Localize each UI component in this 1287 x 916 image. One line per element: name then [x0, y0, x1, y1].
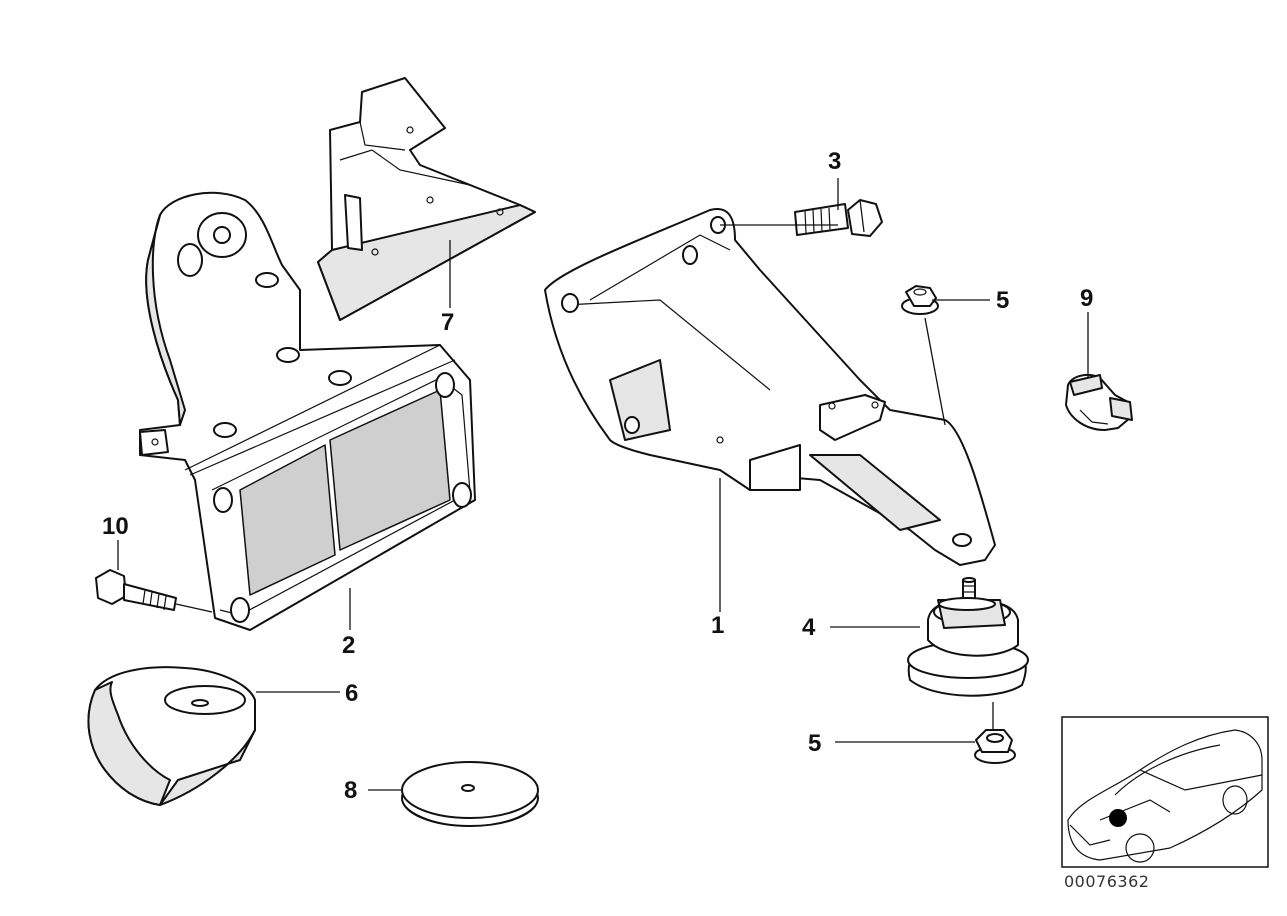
part-5-nut-lower	[974, 729, 1016, 764]
callout-4: 4	[802, 614, 816, 641]
part-1-engine-carrier	[544, 208, 996, 566]
part-8-disc	[401, 761, 539, 827]
part-10-bolt	[95, 569, 177, 611]
part-2-engine-support	[139, 191, 476, 631]
callout-1: 1	[711, 612, 725, 639]
part-3-hex-bolt	[794, 199, 883, 237]
callout-10: 10	[102, 513, 129, 540]
callout-7: 7	[441, 309, 455, 336]
callout-8: 8	[344, 777, 358, 804]
callout-9: 9	[1080, 285, 1094, 312]
diagram-part-code: 00076362	[1064, 872, 1150, 891]
part-4-engine-mount	[907, 577, 1029, 697]
part-7-bracket-plate	[317, 77, 536, 321]
leader-lines	[117, 178, 1089, 791]
callout-3: 3	[828, 148, 842, 175]
callout-5-upper: 5	[996, 287, 1010, 314]
callout-2: 2	[342, 632, 356, 659]
car-outline-icon	[1067, 729, 1263, 863]
callout-6: 6	[345, 680, 359, 707]
part-9-clip	[1065, 373, 1133, 431]
callout-5-lower: 5	[808, 730, 822, 757]
part-6-rubber-cover	[87, 666, 256, 806]
inset-frame	[1061, 716, 1269, 868]
locator-inset	[1061, 716, 1269, 868]
location-marker-icon	[1109, 809, 1127, 827]
part-5-nut-upper	[901, 285, 939, 315]
